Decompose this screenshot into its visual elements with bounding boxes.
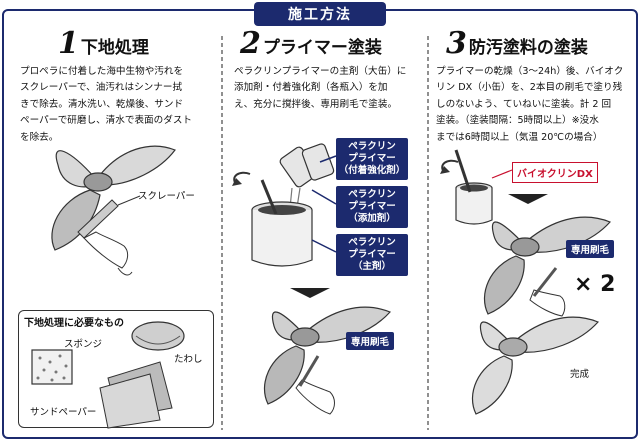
step-3-description: プライマーの乾燥（3～24h）後、バイオク リン DX（小缶）を、2本目の刷毛で… [436,64,636,146]
label-line: （添加剤） [348,213,396,224]
adhesion-agent-label: ペラクリン プライマー （付着強化剤） [336,138,408,180]
sponge-label: スポンジ [64,339,103,350]
step-3-title: 防汚塗料の塗装 [468,38,588,58]
step-1-title: 下地処理 [80,38,149,58]
step-2-title: プライマー塗装 [262,38,382,58]
label-line: （付着強化剤） [338,165,406,176]
label-line: プライマー [348,201,396,212]
label-line: ペラクリン [348,189,396,200]
step-1-heading: 1 下地処理 [58,26,149,61]
additive-label: ペラクリン プライマー （添加剤） [336,186,408,228]
sponge-icon [31,349,73,385]
main-agent-label: ペラクリン プライマー （主剤） [336,234,408,276]
step-2-heading: 2 プライマー塗装 [240,26,382,61]
sandpaper-label: サンドペーパー [30,407,97,418]
label-line: ペラクリン [348,237,396,248]
label-line: （主剤） [352,261,391,272]
step-2-line: え、充分に撹拌後、専用刷毛で塗装。 [234,98,398,110]
step-1-line: きで除去。清水洗い、乾燥後、サンド [20,98,184,110]
step-1-line: ペーパーで研磨し、清水で表面のダスト [20,115,193,127]
step-3-brush-label: 専用刷毛 [566,240,615,258]
tools-title: 下地処理に必要なもの [24,318,124,329]
step-3-line: しのないよう、ていねいに塗装。計 2 回 [436,98,612,110]
step-2-number: 2 [240,26,261,61]
step-3-line: プライマーの乾燥（3～24h）後、バイオク [436,66,624,77]
product-label: バイオクリンDX [512,162,598,183]
scrub-brush-icon [131,321,185,351]
step-1-number: 1 [58,26,79,61]
page-title: 施工方法 [254,2,386,26]
step-3-heading: 3 防汚塗料の塗装 [446,26,588,61]
scraper-label: スクレーパー [138,191,195,202]
step-1-line: を除去。 [20,131,59,143]
sandpaper-icon [99,361,173,429]
propeller-scraper-illustration [51,145,176,276]
scrub-brush-label: たわし [174,354,203,365]
step-1-line: スクレーパーで、油汚れはシンナー拭 [20,82,183,94]
step-3-number: 3 [446,26,467,61]
step-2-line: 添加剤・付着強化剤（各瓶入）を加 [234,82,388,94]
step-3-line: リン DX（小缶）を、2本目の刷毛で塗り残 [436,82,623,94]
step-3-line: 塗装。（塗装間隔：5時間以上）※没水 [436,115,599,127]
step-2-line: ペラクリンプライマーの主剤（大缶）に [234,66,407,77]
step-2-description: ペラクリンプライマーの主剤（大缶）に 添加剤・付着強化剤（各瓶入）を加 え、充分… [234,64,428,113]
label-line: プライマー [348,153,396,164]
step-3-line: までは6時間以上（気温 20℃の場合） [436,131,603,143]
label-line: ペラクリン [348,141,396,152]
step-2-brush-label: 専用刷毛 [346,332,395,350]
label-line: プライマー [348,249,396,260]
complete-label: 完成 [570,369,590,380]
step-1-line: プロペラに付着した海中生物や汚れを [20,66,184,77]
step-1-description: プロペラに付着した海中生物や汚れを スクレーパーで、油汚れはシンナー拭 きで除去… [20,64,220,146]
repeat-count: × 2 [574,272,616,297]
